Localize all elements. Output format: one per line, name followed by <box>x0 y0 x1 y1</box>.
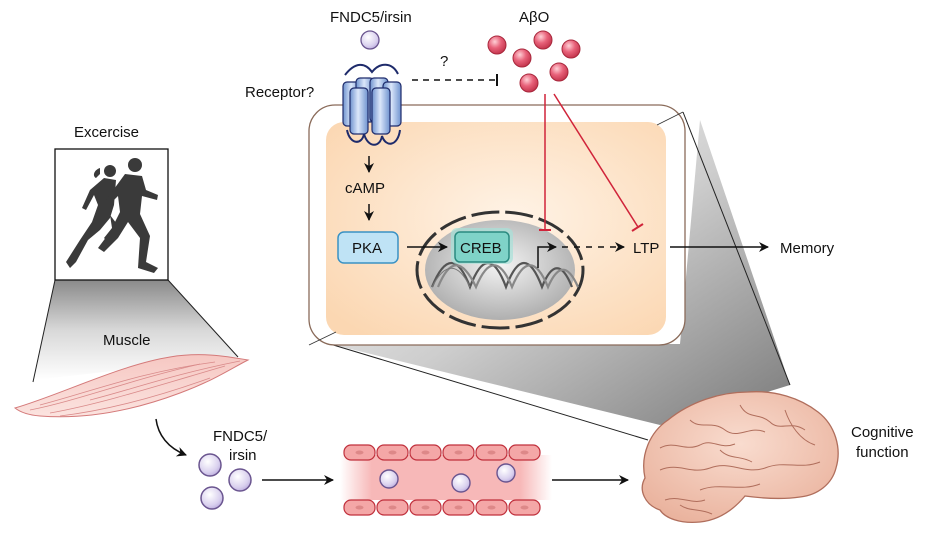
endothelial-nucleus <box>520 505 529 510</box>
irisin-in-vessel <box>496 463 516 483</box>
camp-label: cAMP <box>345 180 385 197</box>
muscle-icon <box>13 354 250 418</box>
abo-inhibition-lines <box>539 93 644 232</box>
exercise-label: Excercise <box>74 124 139 141</box>
question-mark-label: ? <box>440 53 448 70</box>
endothelial-nucleus <box>421 505 430 510</box>
creb-label: CREB <box>460 240 502 257</box>
signal-arrows <box>364 156 769 268</box>
endothelial-nucleus <box>454 450 463 455</box>
muscle-label: Muscle <box>103 332 151 349</box>
endothelial-nucleus <box>388 505 397 510</box>
irisin-in-vessel <box>379 469 399 489</box>
endothelial-nucleus <box>421 450 430 455</box>
creb-box <box>451 228 513 264</box>
irisin-in-vessel <box>451 473 471 493</box>
cognitive-label-line1: Cognitive <box>851 424 914 441</box>
endothelial-nucleus <box>355 450 364 455</box>
fndc5-bottom-label-line2: irsin <box>229 447 257 464</box>
receptor-abo-inhibition <box>412 74 498 86</box>
ltp-label: LTP <box>633 240 659 257</box>
exercise-box <box>54 148 169 281</box>
pka-label: PKA <box>352 240 382 257</box>
blood-vessel <box>340 444 552 516</box>
endothelial-nucleus <box>388 450 397 455</box>
fndc5-irisin-top-label: FNDC5/irsin <box>330 9 412 26</box>
zoom-cone-cell-to-brain <box>329 111 791 441</box>
irisin-molecules-bottom <box>198 453 252 510</box>
pka-box <box>337 231 399 264</box>
endothelial-nucleus <box>454 505 463 510</box>
endothelial-nucleus <box>355 505 364 510</box>
dna-helix-icon <box>430 261 580 291</box>
amyloid-beta-oligomers <box>487 30 581 93</box>
receptor-label: Receptor? <box>245 84 314 101</box>
receptor-icon <box>342 63 402 146</box>
endothelial-nucleus <box>487 450 496 455</box>
endothelial-nucleus <box>487 505 496 510</box>
memory-label: Memory <box>780 240 835 257</box>
irisin-molecule-top <box>360 30 380 50</box>
cognitive-label-line2: function <box>856 444 909 461</box>
fndc5-bottom-label-line1: FNDC5/ <box>213 428 268 445</box>
brain-icon <box>641 391 839 524</box>
abo-label: AβO <box>519 9 549 26</box>
endothelial-nucleus <box>520 450 529 455</box>
runners-icon <box>66 158 158 273</box>
muscle-to-irisin-arrow <box>155 418 187 457</box>
